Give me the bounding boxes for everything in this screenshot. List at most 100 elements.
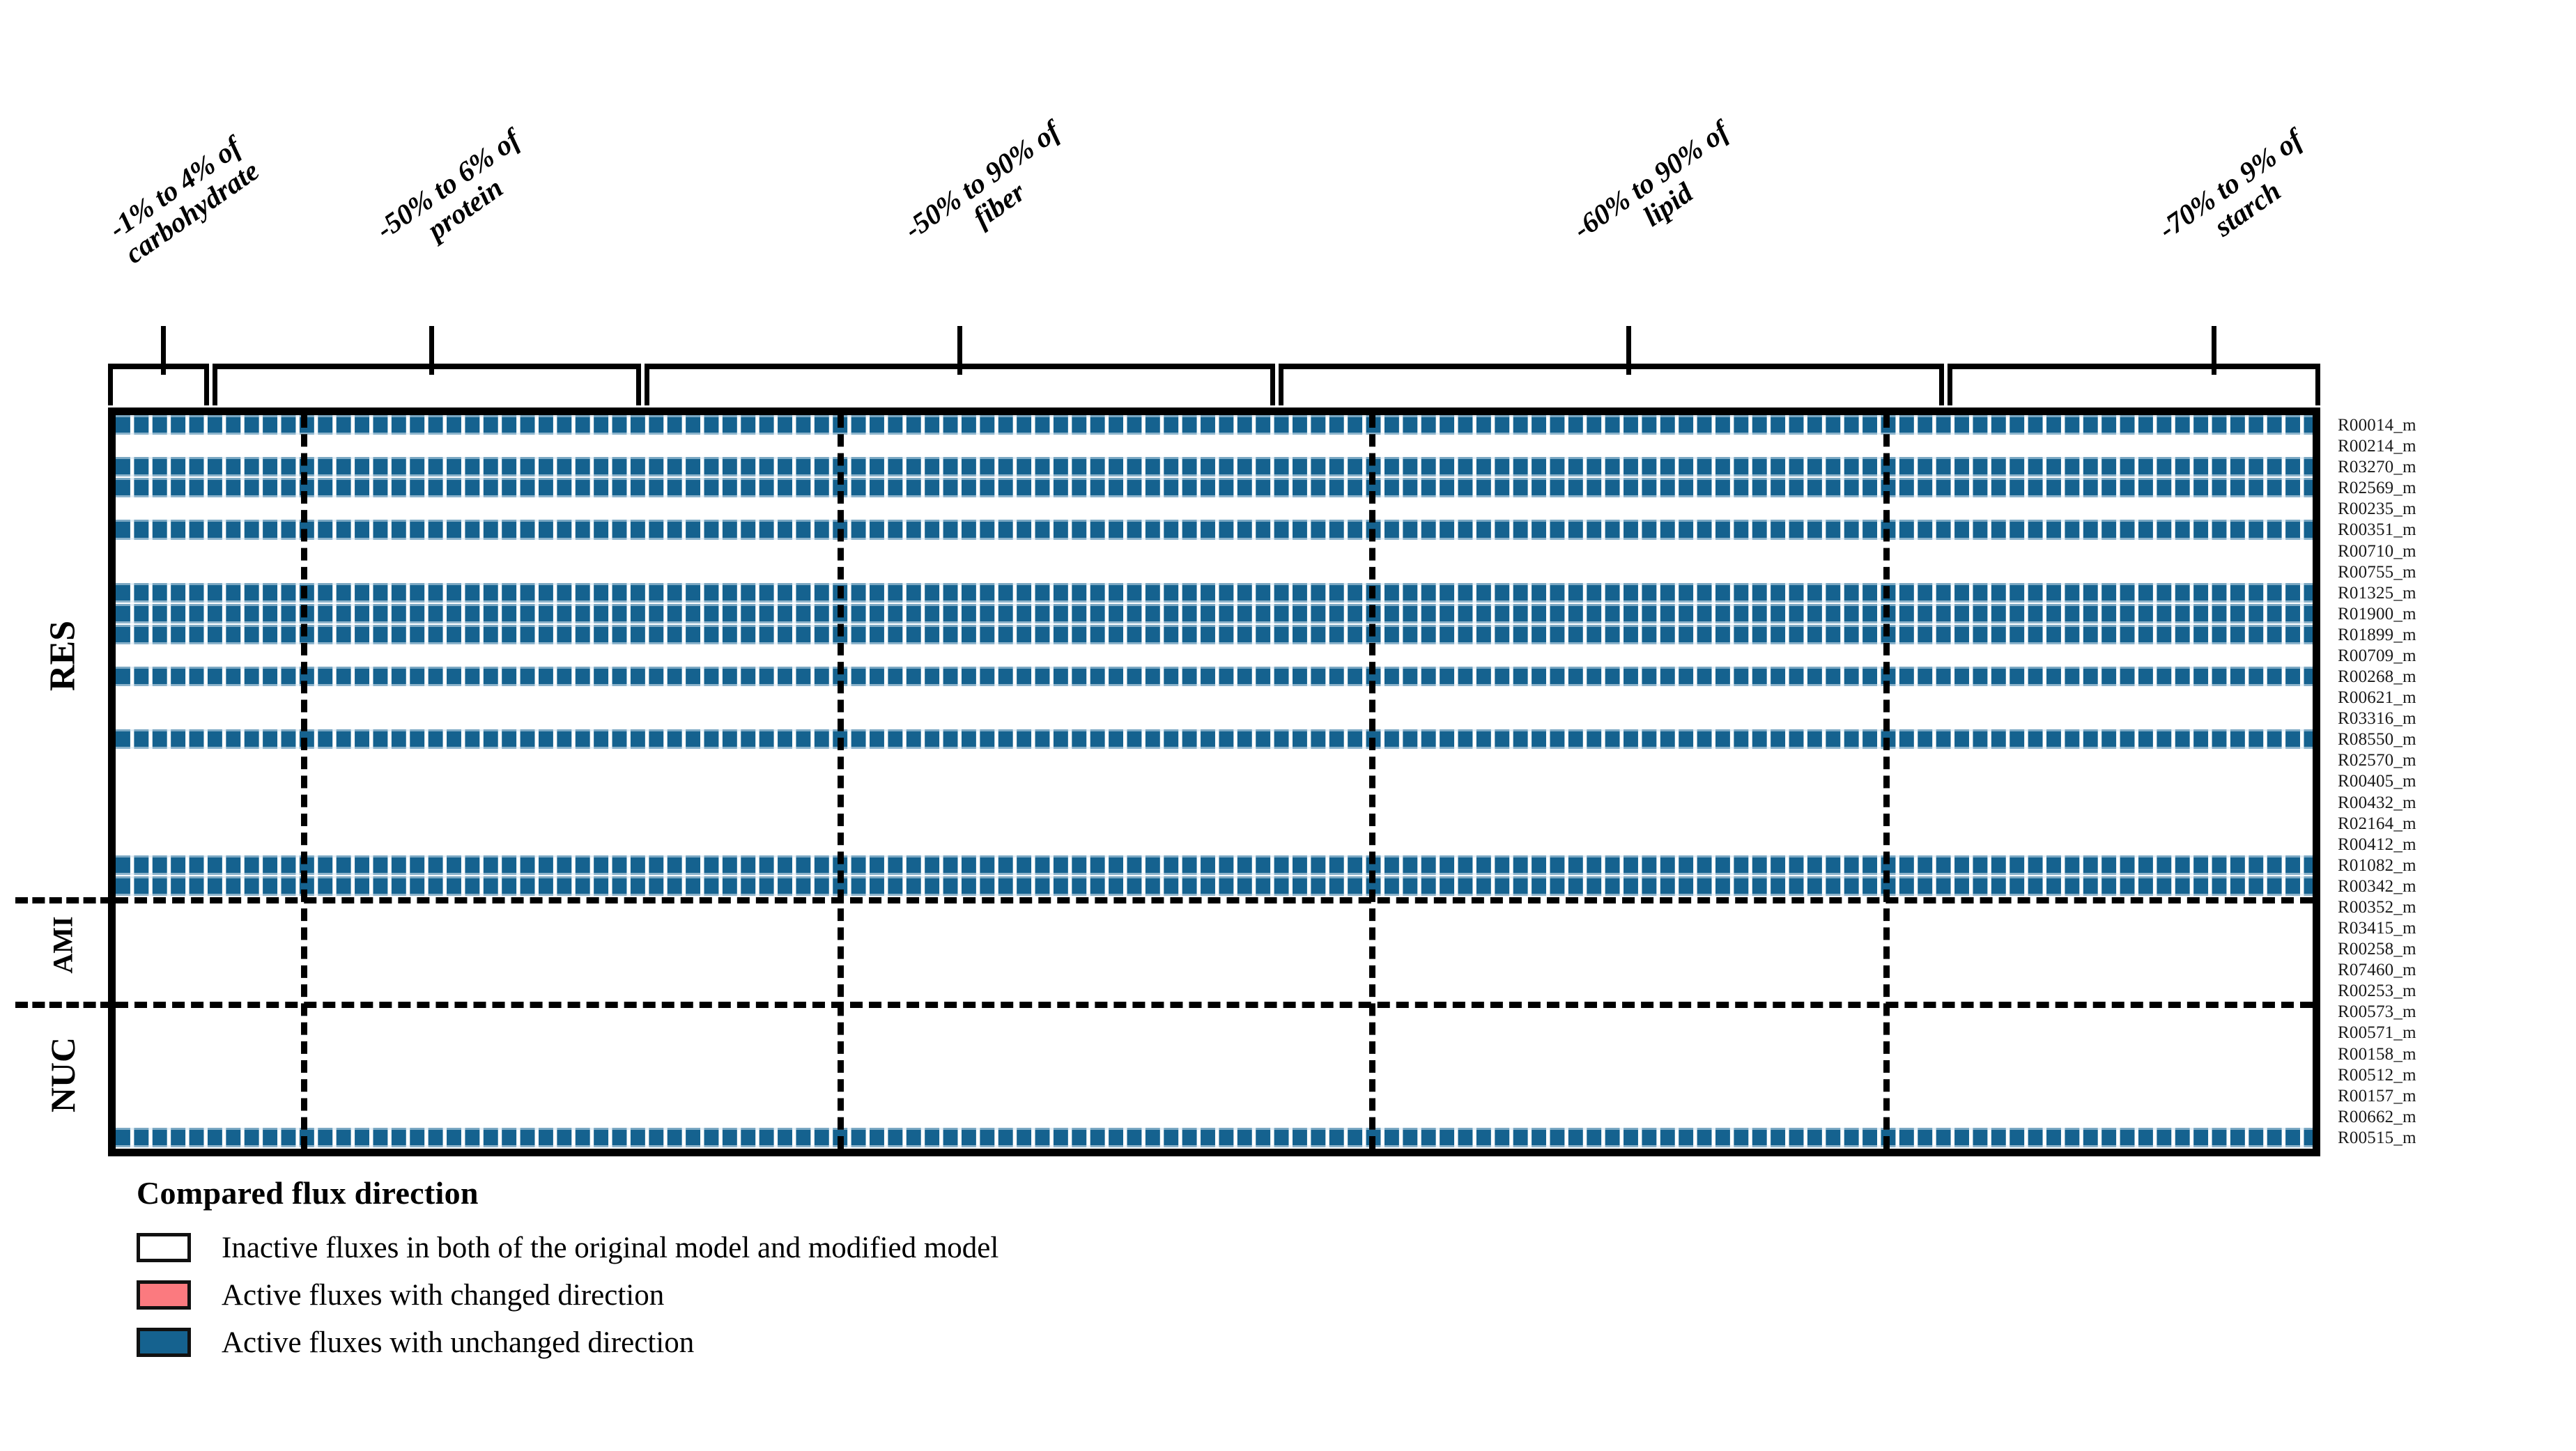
- bracket-fiber: [645, 326, 1275, 405]
- heatmap-row: [116, 855, 2313, 875]
- bracket-tick-lipid: [1626, 326, 1631, 375]
- group-divider: [837, 415, 844, 1149]
- legend-item-changed: Active fluxes with changed direction: [137, 1271, 1530, 1319]
- bracket-protein: [213, 326, 641, 405]
- row-label: R00235_m: [2338, 499, 2416, 519]
- heatmap-row: [116, 960, 2313, 979]
- legend-label: Active fluxes with changed direction: [222, 1278, 665, 1312]
- heatmap-row: [116, 646, 2313, 665]
- row-label: R01082_m: [2338, 855, 2416, 875]
- row-label: R03316_m: [2338, 709, 2416, 729]
- bracket-tick-fiber: [957, 326, 962, 375]
- compartment-divider-stub: [15, 897, 113, 903]
- bracket-carbohydrate: [108, 326, 209, 405]
- legend-item-unchanged: Active fluxes with unchanged direction: [137, 1319, 1530, 1366]
- row-label: R00214_m: [2338, 437, 2416, 456]
- legend-label: Inactive fluxes in both of the original …: [222, 1231, 999, 1264]
- row-label: R00342_m: [2338, 876, 2416, 896]
- heatmap-row: [116, 624, 2313, 645]
- heatmap-plot: [108, 408, 2320, 1156]
- row-label: R00573_m: [2338, 1002, 2416, 1022]
- group-divider: [1883, 415, 1890, 1149]
- row-label: R00351_m: [2338, 520, 2416, 540]
- heatmap-row: [116, 708, 2313, 728]
- heatmap-row: [116, 1023, 2313, 1042]
- heatmap-row: [116, 541, 2313, 561]
- compartment-label-nuc: NUC: [43, 1037, 82, 1112]
- legend-title: Compared flux direction: [137, 1175, 479, 1211]
- group-divider: [301, 415, 308, 1149]
- bracket-lipid: [1279, 326, 1944, 405]
- heatmap-row: [116, 1127, 2313, 1148]
- legend-item-inactive: Inactive fluxes in both of the original …: [137, 1224, 1530, 1271]
- row-label: R00157_m: [2338, 1086, 2416, 1105]
- row-label: R00662_m: [2338, 1107, 2416, 1126]
- heatmap-row: [116, 1044, 2313, 1064]
- row-label: R00709_m: [2338, 646, 2416, 665]
- heatmap-row: [116, 603, 2313, 623]
- group-brackets: [0, 281, 2576, 405]
- row-label: R02164_m: [2338, 814, 2416, 833]
- heatmap-row: [116, 499, 2313, 518]
- row-label: R00412_m: [2338, 835, 2416, 854]
- row-label: R00432_m: [2338, 793, 2416, 812]
- row-label: R00710_m: [2338, 541, 2416, 561]
- row-label: R03270_m: [2338, 458, 2416, 477]
- heatmap-row: [116, 688, 2313, 707]
- heatmap-row: [116, 436, 2313, 456]
- heatmap-row: [116, 457, 2313, 477]
- row-label: R01325_m: [2338, 583, 2416, 603]
- heatmap-row: [116, 981, 2313, 1000]
- heatmap-row: [116, 1086, 2313, 1105]
- group-divider: [1368, 415, 1375, 1149]
- heatmap-row: [116, 876, 2313, 897]
- legend: Compared flux direction Inactive fluxes …: [137, 1174, 1530, 1366]
- row-label: R02570_m: [2338, 751, 2416, 770]
- heatmap-row: [116, 750, 2313, 770]
- heatmap-row: [116, 1065, 2313, 1085]
- row-label: R00755_m: [2338, 562, 2416, 582]
- legend-swatch-unchanged: [137, 1328, 191, 1357]
- heatmap-row: [116, 667, 2313, 687]
- row-label: R00515_m: [2338, 1128, 2416, 1147]
- heatmap-row: [116, 582, 2313, 603]
- bracket-tick-starch: [2212, 326, 2216, 375]
- heatmap-row: [116, 729, 2313, 750]
- legend-label: Active fluxes with unchanged direction: [222, 1326, 695, 1359]
- compartment-label-res: RES: [43, 620, 83, 692]
- bracket-tick-protein: [429, 326, 434, 375]
- compartment-divider-stub: [15, 1002, 113, 1009]
- heatmap-row: [116, 478, 2313, 498]
- row-label: R00352_m: [2338, 897, 2416, 917]
- heatmap-row: [116, 793, 2313, 812]
- row-label: R01899_m: [2338, 625, 2416, 644]
- row-label: R00512_m: [2338, 1065, 2416, 1085]
- heatmap-row: [116, 520, 2313, 540]
- row-label: R00405_m: [2338, 772, 2416, 791]
- row-label: R00158_m: [2338, 1044, 2416, 1064]
- row-label: R03415_m: [2338, 919, 2416, 938]
- heatmap-row: [116, 415, 2313, 435]
- heatmap-row: [116, 835, 2313, 854]
- heatmap-row: [116, 562, 2313, 582]
- row-label: R01900_m: [2338, 604, 2416, 623]
- heatmap-row: [116, 814, 2313, 833]
- legend-items: Inactive fluxes in both of the original …: [137, 1224, 1530, 1366]
- row-label: R00014_m: [2338, 416, 2416, 435]
- heatmap-row: [116, 771, 2313, 791]
- row-label: R00268_m: [2338, 667, 2416, 687]
- row-label: R08550_m: [2338, 730, 2416, 750]
- compartment-divider: [116, 897, 2313, 903]
- row-label: R07460_m: [2338, 961, 2416, 980]
- heatmap-grid: [116, 415, 2313, 1149]
- heatmap-row: [116, 939, 2313, 959]
- row-label: R00258_m: [2338, 940, 2416, 959]
- compartment-divider: [116, 1002, 2313, 1009]
